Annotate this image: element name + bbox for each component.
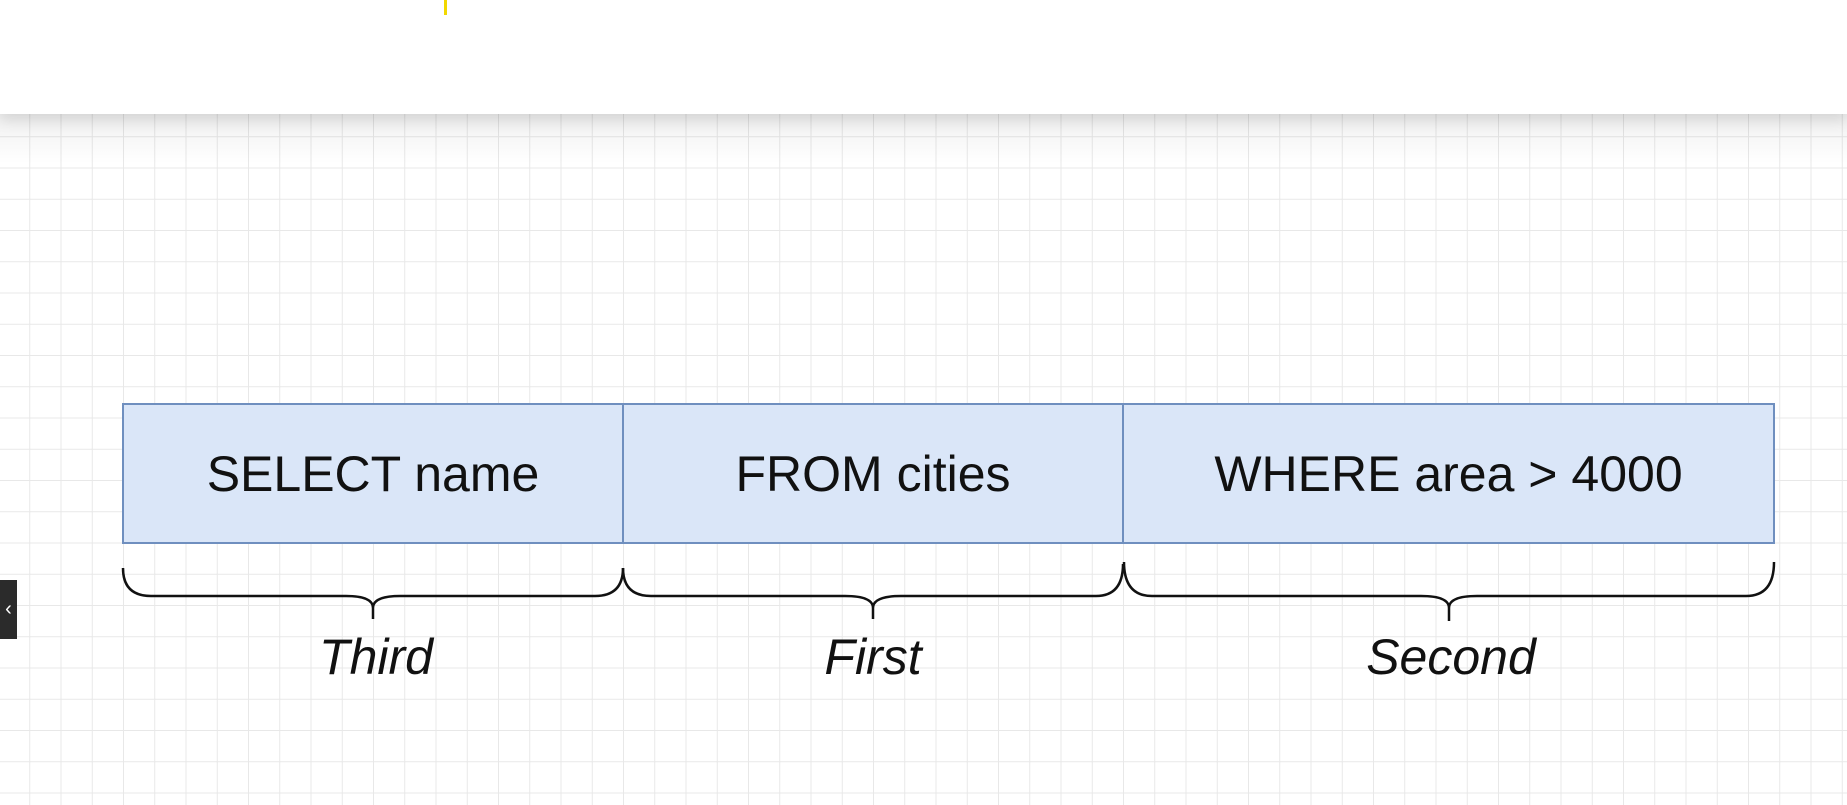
order-label-second[interactable]: Second: [1366, 629, 1536, 685]
brace-select[interactable]: [121, 567, 625, 619]
text-cursor-marker: [444, 0, 447, 15]
brace-from[interactable]: [621, 563, 1125, 619]
brace-where[interactable]: [1122, 561, 1776, 621]
order-label-first[interactable]: First: [824, 629, 922, 685]
order-label-third[interactable]: Third: [319, 629, 433, 685]
where-clause-cell[interactable]: WHERE area > 4000: [1122, 403, 1775, 544]
from-clause-cell[interactable]: FROM cities: [622, 403, 1124, 544]
toolbar-shadow: [0, 114, 1847, 164]
collapse-panel-icon[interactable]: ‹: [0, 580, 17, 639]
top-toolbar: [0, 0, 1847, 114]
